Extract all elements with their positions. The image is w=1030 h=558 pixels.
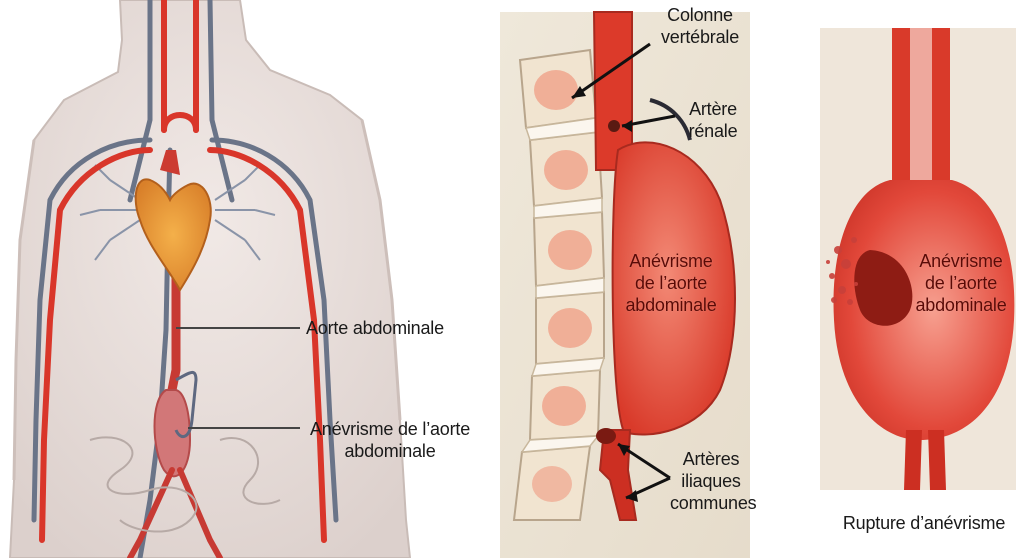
label-arteres-iliaques: Artères iliaques communes [670,448,752,514]
label-anevrisme-rupture-line2: de l’aorte [906,272,1016,294]
label-aorte-abdominale: Aorte abdominale [306,317,444,339]
label-renale-line1: Artère [678,98,748,120]
spine-panel: Colonne vertébrale Artère rénale Anévris… [500,0,800,558]
renal-artery [608,120,620,132]
label-anevrisme-spine-line2: de l’aorte [616,272,726,294]
label-iliaques-line1: Artères [670,448,752,470]
label-anevrisme-spine-line1: Anévrisme [616,250,726,272]
label-anevrisme-body-line1: Anévrisme de l’aorte [300,418,480,440]
label-renale-line2: rénale [678,120,748,142]
label-anevrisme-rupture-line1: Anévrisme [906,250,1016,272]
caption-rupture: Rupture d’anévrisme [826,512,1022,534]
rupture-panel: Anévrisme de l’aorte abdominale Rupture … [810,0,1030,558]
label-anevrisme-rupture-line3: abdominale [906,294,1016,316]
label-colonne-line2: vertébrale [660,26,740,48]
body-panel: Aorte abdominale Anévrisme de l’aorte ab… [0,0,500,558]
label-anevrisme-body: Anévrisme de l’aorte abdominale [300,418,480,462]
label-colonne-vertebrale: Colonne vertébrale [660,4,740,48]
aneurysm-body [155,390,191,476]
label-iliaques-line3: communes [670,492,752,514]
label-iliaques-line2: iliaques [670,470,752,492]
label-anevrisme-body-line2: abdominale [300,440,480,462]
body-illustration [0,0,500,558]
label-anevrisme-rupture: Anévrisme de l’aorte abdominale [906,250,1016,316]
label-anevrisme-spine-line3: abdominale [616,294,726,316]
label-colonne-line1: Colonne [660,4,740,26]
label-anevrisme-spine: Anévrisme de l’aorte abdominale [616,250,726,316]
label-artere-renale: Artère rénale [678,98,748,142]
